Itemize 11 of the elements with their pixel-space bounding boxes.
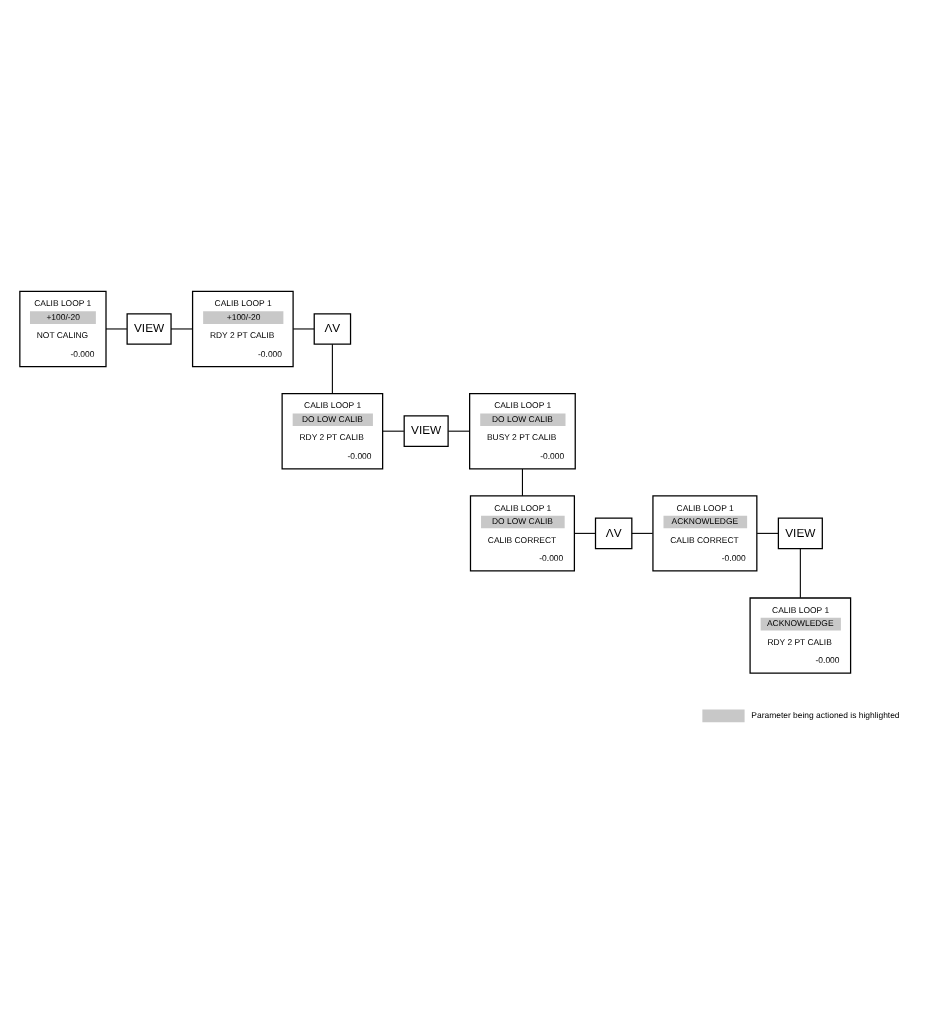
connector <box>631 531 654 533</box>
connector <box>382 429 405 431</box>
connector <box>573 531 596 533</box>
connector <box>170 327 193 329</box>
connector <box>105 327 128 329</box>
connector <box>331 342 333 393</box>
connector <box>292 327 315 329</box>
connector <box>799 547 801 598</box>
connector <box>447 429 471 431</box>
connector <box>756 531 779 533</box>
connector <box>521 467 523 496</box>
